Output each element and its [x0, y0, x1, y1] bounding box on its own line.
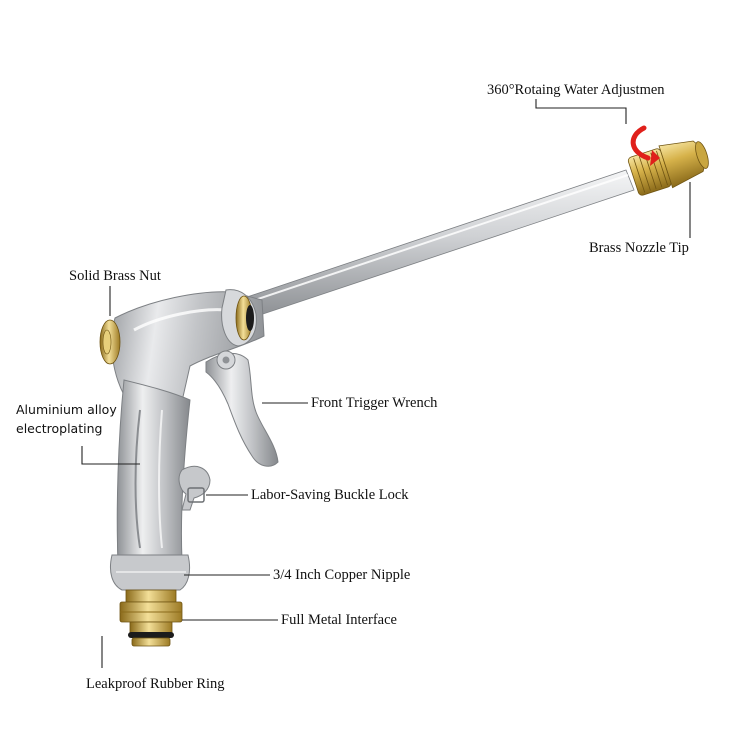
label-nozzle-tip: Brass Nozzle Tip: [589, 240, 689, 256]
label-buckle-lock: Labor-Saving Buckle Lock: [251, 487, 409, 503]
brass-nozzle: [627, 140, 709, 196]
trigger: [205, 350, 279, 467]
label-alloy-line2: electroplating: [16, 421, 103, 437]
label-brass-nut: Solid Brass Nut: [69, 268, 161, 284]
label-rotating-adjust: 360°Rotaing Water Adjustmen: [487, 82, 665, 98]
label-trigger: Front Trigger Wrench: [311, 395, 438, 411]
copper-nipple: [119, 589, 183, 635]
label-copper-nipple: 3/4 Inch Copper Nipple: [273, 567, 411, 583]
spray-rod: [243, 169, 635, 319]
label-aluminium-alloy: Aluminium alloy electroplating: [16, 400, 117, 439]
label-rubber-ring: Leakproof Rubber Ring: [86, 676, 225, 692]
gun-handle: [109, 379, 191, 591]
leader-lines: [81, 99, 691, 668]
buckle-lock: [178, 465, 211, 511]
leader-rotating: [535, 99, 627, 124]
label-alloy-line1: Aluminium alloy: [16, 402, 117, 417]
rubber-ring: [128, 632, 174, 647]
leader-alloy: [81, 446, 140, 465]
label-metal-interface: Full Metal Interface: [281, 612, 397, 628]
rotation-arrow-icon: [630, 125, 660, 166]
